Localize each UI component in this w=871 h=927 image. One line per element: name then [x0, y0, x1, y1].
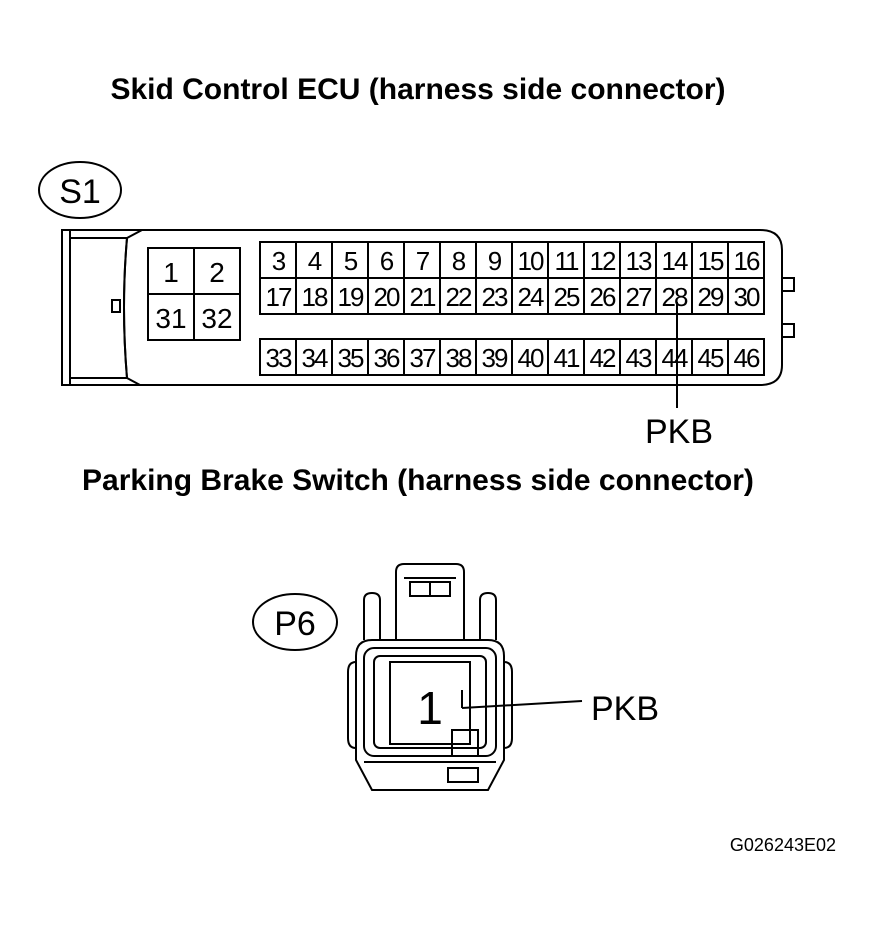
ecu-pin-4: 4: [308, 246, 322, 276]
ecu-pin-28: 28: [662, 282, 688, 312]
ecu-pin-23: 23: [482, 282, 508, 312]
ecu-pin-36: 36: [374, 343, 400, 373]
switch-connector-body: [347, 563, 513, 791]
switch-signal-label: PKB: [591, 690, 659, 728]
ecu-pin-33: 33: [266, 343, 292, 373]
ecu-pin-41: 41: [554, 343, 580, 373]
ecu-pin-38: 38: [446, 343, 472, 373]
ecu-pin-1: 1: [163, 257, 179, 288]
ecu-pin-8: 8: [452, 246, 466, 276]
ecu-pin-24: 24: [518, 282, 544, 312]
ecu-pin-15: 15: [698, 246, 724, 276]
ecu-left-pin-block: [147, 247, 241, 341]
ecu-pin-22: 22: [446, 282, 472, 312]
ecu-pin-30: 30: [734, 282, 760, 312]
ecu-pin-2: 2: [209, 257, 225, 288]
ecu-signal-label: PKB: [645, 413, 713, 451]
switch-title: Parking Brake Switch (harness side conne…: [82, 464, 754, 497]
ecu-pin-13: 13: [626, 246, 652, 276]
ecu-connector-body: [61, 229, 795, 386]
ecu-pin-11: 11: [555, 246, 580, 276]
ecu-pin-27: 27: [626, 282, 652, 312]
ecu-pin-44: 44: [662, 343, 688, 373]
ecu-pin-35: 35: [338, 343, 364, 373]
ecu-connector-id: S1: [59, 173, 101, 211]
switch-pin-1: 1: [417, 682, 443, 734]
ecu-pin-43: 43: [626, 343, 652, 373]
ecu-pin-32: 32: [201, 303, 232, 334]
ecu-pin-39: 39: [482, 343, 508, 373]
ecu-pin-42: 42: [590, 343, 616, 373]
ecu-pin-40: 40: [518, 343, 544, 373]
ecu-pin-7: 7: [416, 246, 430, 276]
ecu-pin-21: 21: [410, 282, 436, 312]
ecu-pin-9: 9: [488, 246, 502, 276]
figure-code: G026243E02: [730, 835, 836, 855]
ecu-pin-17: 17: [266, 282, 292, 312]
ecu-connector-id-badge: S1: [38, 161, 122, 219]
switch-connector-id-badge: P6: [252, 593, 338, 651]
ecu-pin-46: 46: [734, 343, 760, 373]
ecu-pin-16: 16: [734, 246, 760, 276]
ecu-pin-5: 5: [344, 246, 358, 276]
ecu-pin-10: 10: [518, 246, 544, 276]
ecu-pin-12: 12: [590, 246, 616, 276]
ecu-pin-31: 31: [155, 303, 186, 334]
switch-connector-id: P6: [274, 605, 316, 643]
ecu-title: Skid Control ECU (harness side connector…: [110, 73, 725, 106]
ecu-pin-37: 37: [410, 343, 436, 373]
switch-pkb-leader-line: [461, 700, 583, 709]
ecu-pin-14: 14: [662, 246, 688, 276]
ecu-pin-18: 18: [302, 282, 328, 312]
ecu-pin-3: 3: [272, 246, 286, 276]
ecu-pin-20: 20: [374, 282, 400, 312]
ecu-pin-26: 26: [590, 282, 616, 312]
ecu-pin-34: 34: [302, 343, 328, 373]
ecu-pin-25: 25: [554, 282, 580, 312]
ecu-pin-45: 45: [698, 343, 724, 373]
ecu-pin-6: 6: [380, 246, 394, 276]
ecu-pin-19: 19: [338, 282, 364, 312]
ecu-pin-29: 29: [698, 282, 724, 312]
